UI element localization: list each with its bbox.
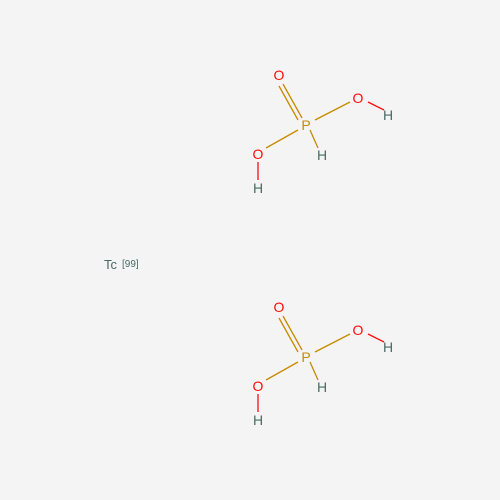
- atom-h-left-1: H: [253, 180, 263, 196]
- atom-o-double-1: O: [274, 67, 285, 83]
- atom-o-right-1: O: [353, 90, 364, 106]
- bond-p-o-double-2: [278, 315, 303, 353]
- atom-p-2: P: [301, 349, 310, 365]
- tc-symbol: Tc: [104, 257, 118, 272]
- atom-o-left-2: O: [253, 378, 264, 394]
- atom-p-1: P: [301, 117, 310, 133]
- phosphonic-acid-molecule-1: O P O H O H H: [253, 67, 394, 196]
- atom-o-right-2: O: [353, 322, 364, 338]
- bond-o-h-right-1: [367, 101, 385, 111]
- bond-p-h-1: [309, 129, 319, 149]
- atom-h-p-1: H: [317, 147, 327, 163]
- atom-h-left-2: H: [253, 412, 263, 428]
- phosphonic-acid-molecule-2: O P O H O H H: [253, 299, 394, 428]
- bond-p-o-right-2: [314, 333, 351, 353]
- bond-p-h-2: [309, 361, 319, 381]
- atom-h-right-2: H: [383, 339, 393, 355]
- atom-h-right-1: H: [383, 107, 393, 123]
- technetium-label: Tc [99]: [104, 257, 139, 272]
- bond-p-o-left-2: [265, 361, 299, 381]
- bond-p-o-right-1: [314, 101, 351, 121]
- bond-o-h-right-2: [367, 333, 385, 343]
- atom-o-double-2: O: [274, 299, 285, 315]
- atom-h-p-2: H: [317, 379, 327, 395]
- atom-o-left-1: O: [253, 146, 264, 162]
- bond-p-o-double-1: [278, 83, 303, 121]
- bond-p-o-left-1: [265, 129, 299, 149]
- tc-isotope: [99]: [122, 259, 139, 270]
